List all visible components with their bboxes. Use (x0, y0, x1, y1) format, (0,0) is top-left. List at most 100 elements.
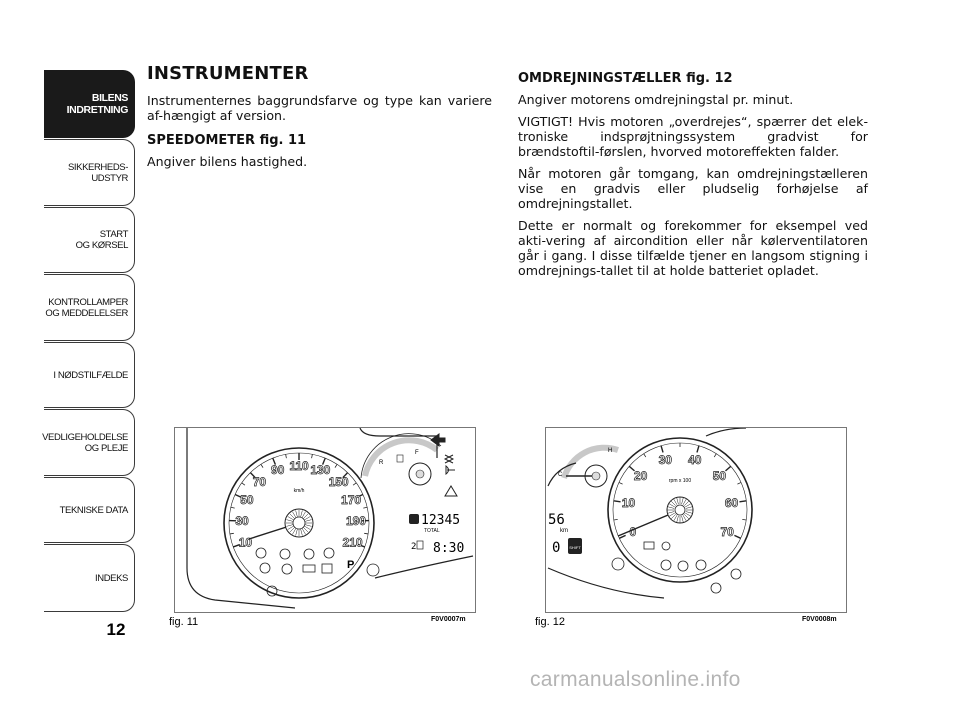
speed-label: 10 (239, 535, 253, 549)
rpm-tick (613, 500, 621, 503)
rpm-label: 50 (713, 469, 727, 483)
speed-tick (356, 493, 364, 499)
speed-label: 90 (271, 463, 285, 477)
temp-mark-c: C (558, 472, 563, 478)
speed-tick (357, 543, 366, 548)
tachometer-heading: OMDREJNINGSTÆLLER fig. 12 (518, 71, 733, 86)
speed-label: 30 (235, 514, 249, 528)
speed-tick (234, 493, 242, 499)
speed-tick (334, 464, 338, 468)
odometer-display: 12345 TOTAL 2 8:30 (409, 513, 464, 556)
speed-tick (230, 506, 235, 509)
rpm-label: 40 (688, 453, 702, 467)
warning-lamps-row (255, 547, 380, 597)
sidebar-item-label: I NØDSTILFÆLDE (53, 369, 128, 381)
sidebar-item-indeks[interactable]: INDEKS (44, 544, 135, 612)
fuel-gauge (362, 437, 439, 477)
rpm-tick (618, 482, 623, 485)
speed-label: 210 (343, 535, 363, 549)
svg-text:P: P (347, 559, 354, 571)
page-title: INSTRUMENTER (147, 63, 309, 84)
tachometer-paragraph-4: Dette er normalt og forekommer for eksem… (518, 218, 868, 278)
speedometer-paragraph: Angiver bilens hastighed. (147, 154, 308, 169)
speed-tick (285, 454, 287, 459)
rpm-label: 30 (659, 453, 673, 467)
tachometer-paragraph-2: VIGTIGT! Hvis motoren „overdrejes“, spær… (518, 114, 868, 159)
speed-tick (241, 482, 246, 486)
speed-tick (232, 543, 241, 548)
sidebar-item-start-og-korsel[interactable]: START OG KØRSEL (44, 207, 135, 273)
sidebar-item-label: TEKNISKE DATA (59, 504, 129, 516)
watermark: carmanualsonline.info (530, 668, 741, 691)
sidebar-item-sikkerhedsudstyr[interactable]: SIKKERHEDS- UDSTYR (44, 139, 135, 206)
sidebar-item-vedligeholdelse[interactable]: VEDLIGEHOLDELSE OG PLEJE (42, 409, 135, 476)
rpm-label: 60 (725, 496, 739, 510)
figure-11-code: F0V0007m (431, 616, 466, 623)
right-column: OMDREJNINGSTÆLLER fig. 12 Angiver motore… (518, 71, 868, 285)
speed-label: 190 (346, 514, 366, 528)
rpm-tick (742, 518, 747, 521)
right-indicator-icons (430, 433, 458, 497)
odometer-total-label: TOTAL (424, 528, 440, 534)
rpm-tick (628, 465, 635, 472)
speed-label: 110 (289, 459, 309, 473)
rpm-unit: rpm x 100 (669, 478, 691, 484)
tachometer-paragraph-3: Når motoren går tomgang, kan omdrejnings… (518, 166, 868, 211)
fuel-mark-r: R (379, 460, 384, 466)
rpm-label: 10 (622, 496, 636, 510)
digital-speed-value: 56 (548, 512, 565, 528)
speed-tick (364, 532, 369, 535)
speedometer-heading: SPEEDOMETER fig. 11 (147, 133, 307, 148)
gear-indicator: 2 (411, 542, 416, 552)
page-number: 12 (106, 620, 126, 639)
temp-mark-h: H (608, 448, 612, 454)
figure-12-caption: fig. 12 (535, 616, 565, 628)
rpm-tick (737, 482, 742, 485)
rpm-label: 0 (630, 525, 637, 539)
speed-tick (272, 457, 277, 465)
rpm-tick (660, 445, 664, 453)
fuel-pump-icon (396, 454, 404, 463)
sidebar-item-kontrollamper[interactable]: KONTROLLAMPER OG MEDDELELSER (44, 274, 135, 341)
rpm-tick (618, 534, 626, 539)
speed-tick (363, 506, 368, 509)
digital-speed-unit: km (560, 528, 568, 534)
speed-label: 150 (329, 475, 349, 489)
left-column: INSTRUMENTER Instrumenternes baggrundsfa… (147, 63, 492, 176)
rpm-label: 20 (634, 469, 648, 483)
sidebar-item-i-nodstilfaelde[interactable]: I NØDSTILFÆLDE (44, 342, 135, 408)
odometer-value: 12345 (421, 513, 460, 528)
speed-tick (311, 454, 313, 459)
speed-tick (229, 532, 234, 535)
sidebar-item-label: VEDLIGEHOLDELSE OG PLEJE (42, 431, 128, 454)
sidebar-item-label: START OG KØRSEL (75, 229, 129, 251)
sidebar-item-label: INDEKS (95, 572, 128, 584)
shift-indicator-icon (568, 538, 582, 554)
rpm-tick (734, 534, 742, 539)
tachometer-paragraph-1: Angiver motorens omdrejningstal pr. minu… (518, 92, 794, 107)
coolant-gauge (561, 444, 619, 479)
sidebar-item-bilens-indretning[interactable]: BILENS INDRETNING (44, 70, 135, 138)
digital-speed-display: 56 km 0 SHIFT (548, 512, 582, 556)
shift-label: SHIFT (569, 545, 581, 550)
sidebar-item-tekniske-data[interactable]: TEKNISKE DATA (44, 477, 135, 543)
sidebar-item-label: BILENS INDRETNING (66, 92, 129, 116)
speed-unit: km/h (294, 488, 305, 494)
speed-tick (260, 464, 264, 468)
rpm-tick (643, 453, 647, 458)
speed-tick (321, 457, 326, 465)
rpm-label: 70 (720, 525, 734, 539)
rpm-tick (739, 500, 747, 503)
sidebar-item-label: KONTROLLAMPER OG MEDDELELSER (45, 296, 128, 319)
figure-12-tachometer: C H 0 10 20 30 40 50 60 70 rpm x 100 56 km 0 SH… (535, 427, 847, 628)
rpm-tick (696, 445, 700, 453)
figure-11-caption: fig. 11 (169, 616, 199, 628)
gear-value: 0 (552, 540, 560, 556)
speed-label: 70 (253, 475, 267, 489)
figure-12-code: F0V0008m (802, 616, 837, 623)
clock-value: 8:30 (433, 541, 464, 556)
intro-paragraph: Instrumenternes baggrundsfarve og type k… (147, 93, 492, 123)
warning-lamps-row (611, 541, 742, 594)
speed-label: 170 (341, 493, 361, 507)
